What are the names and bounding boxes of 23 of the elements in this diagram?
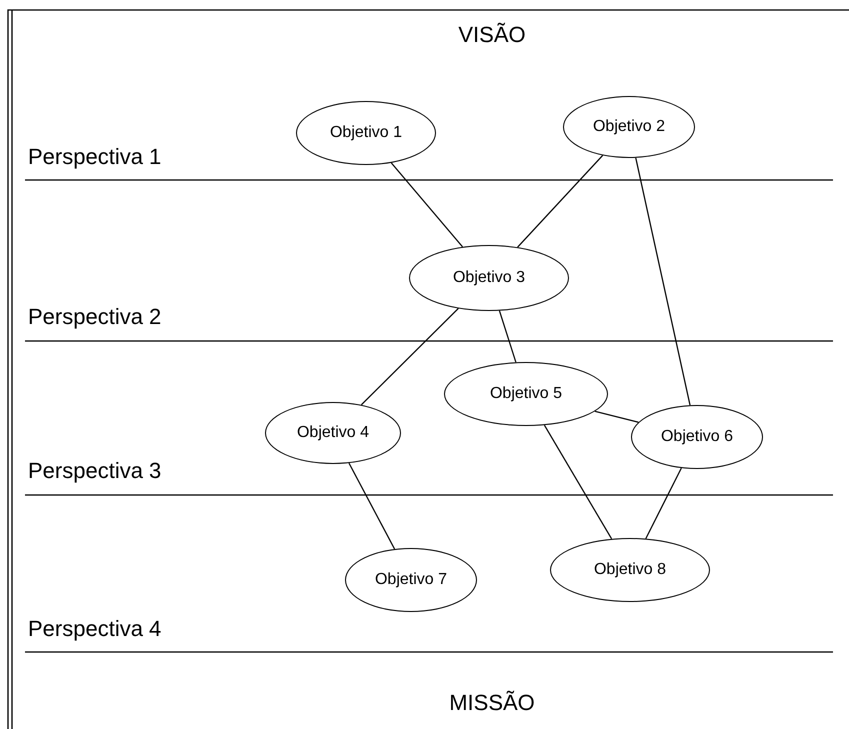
connector-line (517, 155, 604, 248)
objective-label: Objetivo 3 (452, 269, 526, 287)
objective-label: Objetivo 5 (490, 385, 562, 403)
objective-label: Objetivo 2 (592, 118, 666, 136)
connector-line (390, 162, 464, 248)
connector-line (360, 308, 459, 406)
objective-label: Objetivo 6 (660, 428, 734, 446)
connector-line (544, 424, 612, 540)
connector-line (635, 158, 691, 406)
objective-label: Objetivo 8 (594, 561, 666, 579)
objective-label: Objetivo 1 (330, 124, 402, 142)
connector-line (594, 410, 639, 423)
perspective-label: Perspectiva 4 (28, 618, 162, 640)
connector-line (645, 468, 682, 539)
vision-heading: VISÃO (458, 24, 526, 46)
objective-label: Objetivo 7 (374, 571, 448, 589)
mission-heading: MISSÃO (449, 692, 535, 714)
perspective-label: Perspectiva 3 (28, 460, 162, 482)
connector-line (498, 310, 516, 362)
objective-label: Objetivo 4 (296, 424, 370, 442)
perspective-label: Perspectiva 1 (28, 146, 162, 168)
perspective-label: Perspectiva 2 (28, 306, 162, 328)
connector-line (348, 462, 396, 550)
